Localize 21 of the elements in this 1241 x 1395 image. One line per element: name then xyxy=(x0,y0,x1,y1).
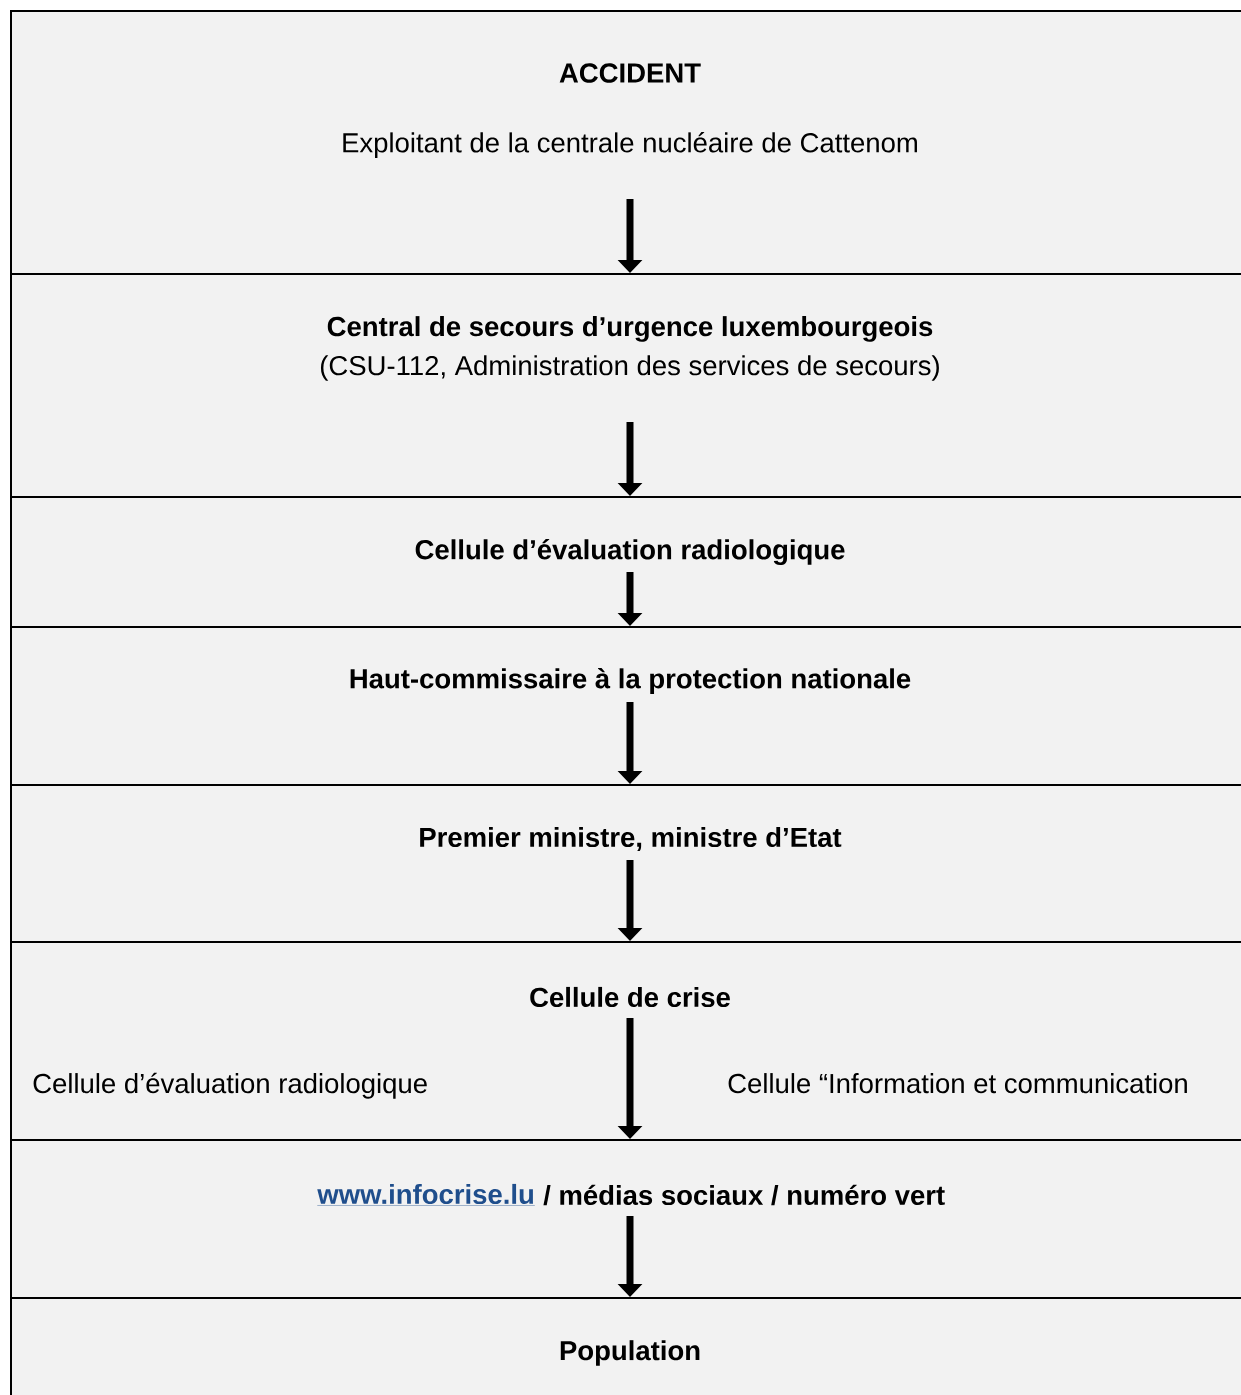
node-label: Cellule de crise xyxy=(530,986,730,1008)
flow-band: Cellule de crise Cellule d’évaluation radiologique Cellule “Information et communication xyxy=(10,941,1241,1141)
node-label: Cellule d’évaluation radiologique xyxy=(33,1072,427,1099)
node-label: Cellule d’évaluation radiologique xyxy=(415,538,845,565)
flow-band: ACCIDENT Exploitant de la centrale nucléaire de Cattenom xyxy=(10,10,1241,275)
node-label: Premier ministre, ministre d’Etat xyxy=(420,826,842,852)
node-label: Cellule “Information et communication xyxy=(728,1073,1187,1094)
flow-band: Central de secours d’urgence luxembourgeois (CSU-112, Administration des services de secours) xyxy=(10,273,1241,498)
node-label: (CSU-112, Administration des services de secours) xyxy=(320,355,939,381)
flow-band: Population xyxy=(10,1297,1241,1395)
flow-band: www.infocrise.lu / médias sociaux / numéro vert xyxy=(10,1139,1241,1299)
flow-band: Cellule d’évaluation radiologique xyxy=(10,496,1241,628)
node-label: www.infocrise.lu xyxy=(317,1183,534,1205)
node-label: Central de secours d’urgence luxembourgeois xyxy=(327,316,933,342)
node-label: Population xyxy=(560,1340,700,1366)
flow-band: Haut-commissaire à la protection nationale xyxy=(10,626,1241,786)
node-label: Exploitant de la centrale nucléaire de Cattenom xyxy=(343,132,917,158)
node-label: ACCIDENT xyxy=(559,63,701,83)
node-label: Haut-commissaire à la protection nationale xyxy=(350,668,911,694)
node-label: / médias sociaux / numéro vert xyxy=(543,1184,945,1206)
flow-band: Premier ministre, ministre d’Etat xyxy=(10,784,1241,943)
